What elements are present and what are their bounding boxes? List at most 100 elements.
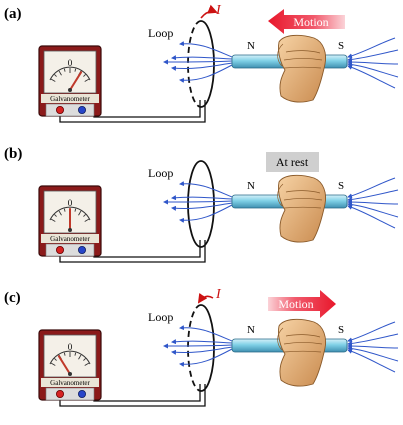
finger-crease xyxy=(283,198,323,201)
meter-tick xyxy=(50,362,56,366)
wire-upper xyxy=(93,240,201,258)
meter-tick xyxy=(74,68,77,72)
meter-tick xyxy=(84,362,90,366)
field-line-north xyxy=(179,204,233,223)
field-line-north xyxy=(163,199,233,205)
finger-crease xyxy=(283,350,322,353)
motion-label: Motion xyxy=(278,297,313,311)
current-arrow xyxy=(200,4,218,19)
meter-tick xyxy=(50,78,56,82)
meter-tick xyxy=(84,218,90,222)
meter-scale-arc xyxy=(49,66,91,81)
meter-pivot xyxy=(68,228,72,232)
field-line-south xyxy=(347,59,399,65)
field-line-south xyxy=(347,199,399,205)
current-label: I xyxy=(215,287,222,302)
field-line-south xyxy=(347,343,399,349)
loop xyxy=(187,160,215,248)
meter-scale-arc xyxy=(49,350,91,365)
hand xyxy=(277,174,326,243)
field-line-north xyxy=(171,62,233,71)
field-lines xyxy=(163,321,399,373)
terminal-plate xyxy=(45,243,95,257)
meter-tick xyxy=(63,352,66,356)
thumb-edge xyxy=(277,183,284,207)
meter-needle xyxy=(57,355,71,375)
meter-tick xyxy=(50,218,56,222)
meter-tick xyxy=(78,354,82,360)
finger-crease xyxy=(285,190,321,194)
loop xyxy=(187,304,215,392)
field-line-north xyxy=(171,55,233,61)
loop-back-half xyxy=(200,304,215,392)
north-pole-label: N xyxy=(247,180,255,192)
meter-label: Galvanometer xyxy=(50,379,90,387)
meter-label: Galvanometer xyxy=(50,95,90,103)
induced-current: I xyxy=(197,287,222,304)
terminal-blue xyxy=(78,390,87,399)
meter-tick xyxy=(58,70,62,76)
loop xyxy=(187,20,215,108)
panel-letter: (b) xyxy=(4,146,22,162)
meter-tick xyxy=(78,210,82,216)
field-line-north xyxy=(171,202,233,211)
field-line-north xyxy=(163,343,233,349)
motion-label: Motion xyxy=(293,15,328,29)
meter-needle xyxy=(69,71,83,91)
north-pole-label: N xyxy=(247,40,255,52)
field-line-north xyxy=(179,348,233,367)
wire-upper xyxy=(93,384,201,402)
field-line-north xyxy=(171,339,233,345)
hand-palm xyxy=(278,34,326,103)
north-pole-label: N xyxy=(247,324,255,336)
terminal-blue xyxy=(78,246,87,255)
finger-crease xyxy=(285,334,321,338)
hand-palm xyxy=(278,318,326,387)
finger-crease xyxy=(283,206,322,209)
meter-tick xyxy=(54,74,57,77)
meter-zero-label: 0 xyxy=(68,58,73,68)
meter-label-strip xyxy=(41,94,99,103)
field-line-north xyxy=(179,181,233,198)
finger-crease xyxy=(283,342,323,345)
finger-crease xyxy=(283,66,322,69)
meter-tick xyxy=(83,358,86,361)
loop-front-half xyxy=(187,304,202,392)
field-line-north xyxy=(171,195,233,201)
terminal-plate xyxy=(45,387,95,401)
field-line-north xyxy=(179,41,233,58)
meter-tick xyxy=(83,214,86,217)
at-rest-box xyxy=(266,152,319,172)
at-rest-label: At rest xyxy=(276,155,309,169)
meter-pivot xyxy=(68,88,72,92)
terminal-red xyxy=(56,390,65,399)
loop-outline xyxy=(187,160,215,248)
finger-crease xyxy=(283,58,323,61)
field-line-south xyxy=(347,201,399,218)
motion-arrow-right: Motion xyxy=(268,290,336,318)
loop-back-half xyxy=(200,20,215,108)
field-line-south xyxy=(347,61,399,78)
terminal-plate xyxy=(45,103,95,117)
field-line-south xyxy=(347,348,396,373)
meter-label-strip xyxy=(41,234,99,243)
field-line-south xyxy=(347,345,399,362)
meter-zero-label: 0 xyxy=(68,198,73,208)
loop-front-half xyxy=(187,20,202,108)
at-rest-badge: At rest xyxy=(266,152,319,172)
current-label: I xyxy=(215,3,222,18)
south-pole-label: S xyxy=(338,324,344,336)
hand xyxy=(277,34,326,103)
terminal-red xyxy=(56,106,65,115)
induced-current: I xyxy=(200,3,222,19)
meter-tick xyxy=(54,358,57,361)
current-arrow xyxy=(197,292,214,304)
hand xyxy=(277,318,326,387)
loop-label: Loop xyxy=(148,310,173,324)
field-line-south xyxy=(347,37,396,59)
